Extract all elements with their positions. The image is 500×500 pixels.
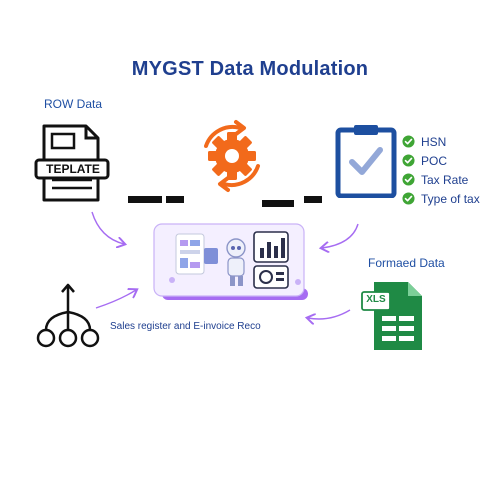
template-label: TEPLATE xyxy=(46,162,100,176)
template-document-icon: TEPLATE xyxy=(34,122,118,204)
checklist-item: Tax Rate xyxy=(402,170,480,189)
check-circle-icon xyxy=(402,192,415,205)
clipboard-check-icon xyxy=(334,124,398,199)
row-data-label: ROW Data xyxy=(44,97,103,111)
checklist: HSN POC Tax Rate Type of tax xyxy=(402,132,480,208)
xls-label: XLS xyxy=(366,294,386,305)
checklist-item: POC xyxy=(402,151,480,170)
checklist-item-label: POC xyxy=(421,153,448,168)
check-circle-icon xyxy=(402,173,415,186)
checklist-item-label: HSN xyxy=(421,134,447,149)
check-circle-icon xyxy=(402,135,415,148)
arrow-sales-to-center xyxy=(95,290,136,309)
arrow-center-to-excel xyxy=(308,309,351,319)
checklist-item-label: Tax Rate xyxy=(421,172,469,187)
checklist-item: Type of tax xyxy=(402,189,480,208)
hierarchy-network-icon xyxy=(32,282,104,348)
excel-spreadsheet-icon: XLS xyxy=(360,280,426,354)
dash-segment xyxy=(166,196,184,203)
arrow-clipboard-to-center xyxy=(322,223,359,248)
data-dashboard-illustration xyxy=(150,222,310,304)
sales-register-label: Sales register and E-invoice Reco xyxy=(110,321,261,332)
gear-cycle-icon xyxy=(192,116,272,196)
checklist-item: HSN xyxy=(402,132,480,151)
dash-segment xyxy=(128,196,162,203)
check-circle-icon xyxy=(402,154,415,167)
arrow-template-to-center xyxy=(91,211,124,244)
dash-segment xyxy=(304,196,322,203)
dash-segment xyxy=(262,200,294,207)
formatted-data-label: Formaed Data xyxy=(368,256,445,270)
page-title: MYGST Data Modulation xyxy=(131,58,369,80)
checklist-item-label: Type of tax xyxy=(421,191,480,206)
